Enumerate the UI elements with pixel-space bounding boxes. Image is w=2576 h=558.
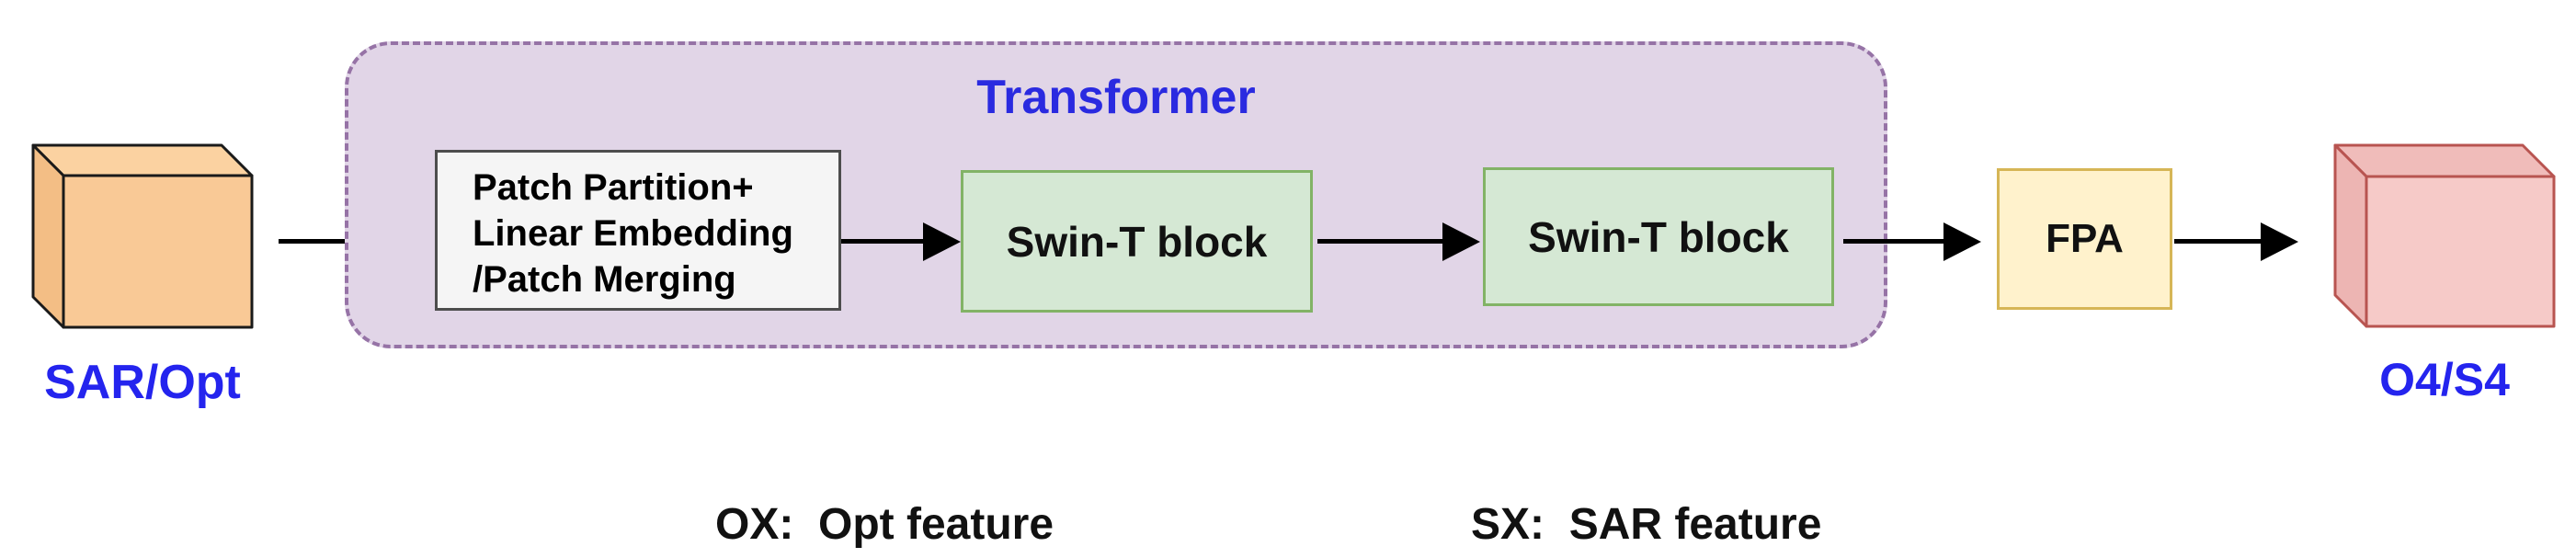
input-cube-label: SAR/Opt bbox=[44, 356, 241, 409]
patch-box-line-3: /Patch Merging bbox=[473, 259, 736, 300]
flow-arrow-fpa-to-output bbox=[2174, 239, 2261, 244]
flow-arrow-swin1-to-swin2 bbox=[1317, 239, 1442, 244]
legend-opt-feature: OX: Opt feature bbox=[715, 500, 1054, 549]
swin-t-block-1-label: Swin-T block bbox=[1006, 217, 1268, 266]
flow-arrow-swin2-to-fpa bbox=[1843, 239, 1943, 244]
swin-t-block-2-label: Swin-T block bbox=[1528, 212, 1789, 261]
input-cube bbox=[31, 143, 254, 329]
output-cube bbox=[2333, 143, 2556, 328]
patch-partition-box: Patch Partition+ Linear Embedding /Patch… bbox=[435, 150, 841, 311]
patch-box-line-1: Patch Partition+ bbox=[473, 167, 754, 208]
output-cube-label: O4/S4 bbox=[2379, 354, 2510, 405]
swin-t-block-1: Swin-T block bbox=[961, 170, 1313, 313]
fpa-box: FPA bbox=[1997, 168, 2172, 310]
patch-box-line-2: Linear Embedding bbox=[473, 213, 793, 254]
flow-arrow-patch-to-swin1 bbox=[841, 239, 923, 244]
swin-t-block-2: Swin-T block bbox=[1483, 167, 1834, 306]
legend-sar-feature: SX: SAR feature bbox=[1471, 500, 1822, 549]
transformer-title: Transformer bbox=[976, 71, 1256, 124]
flow-arrow-input-to-patch bbox=[279, 239, 375, 244]
fpa-label: FPA bbox=[2046, 216, 2124, 261]
